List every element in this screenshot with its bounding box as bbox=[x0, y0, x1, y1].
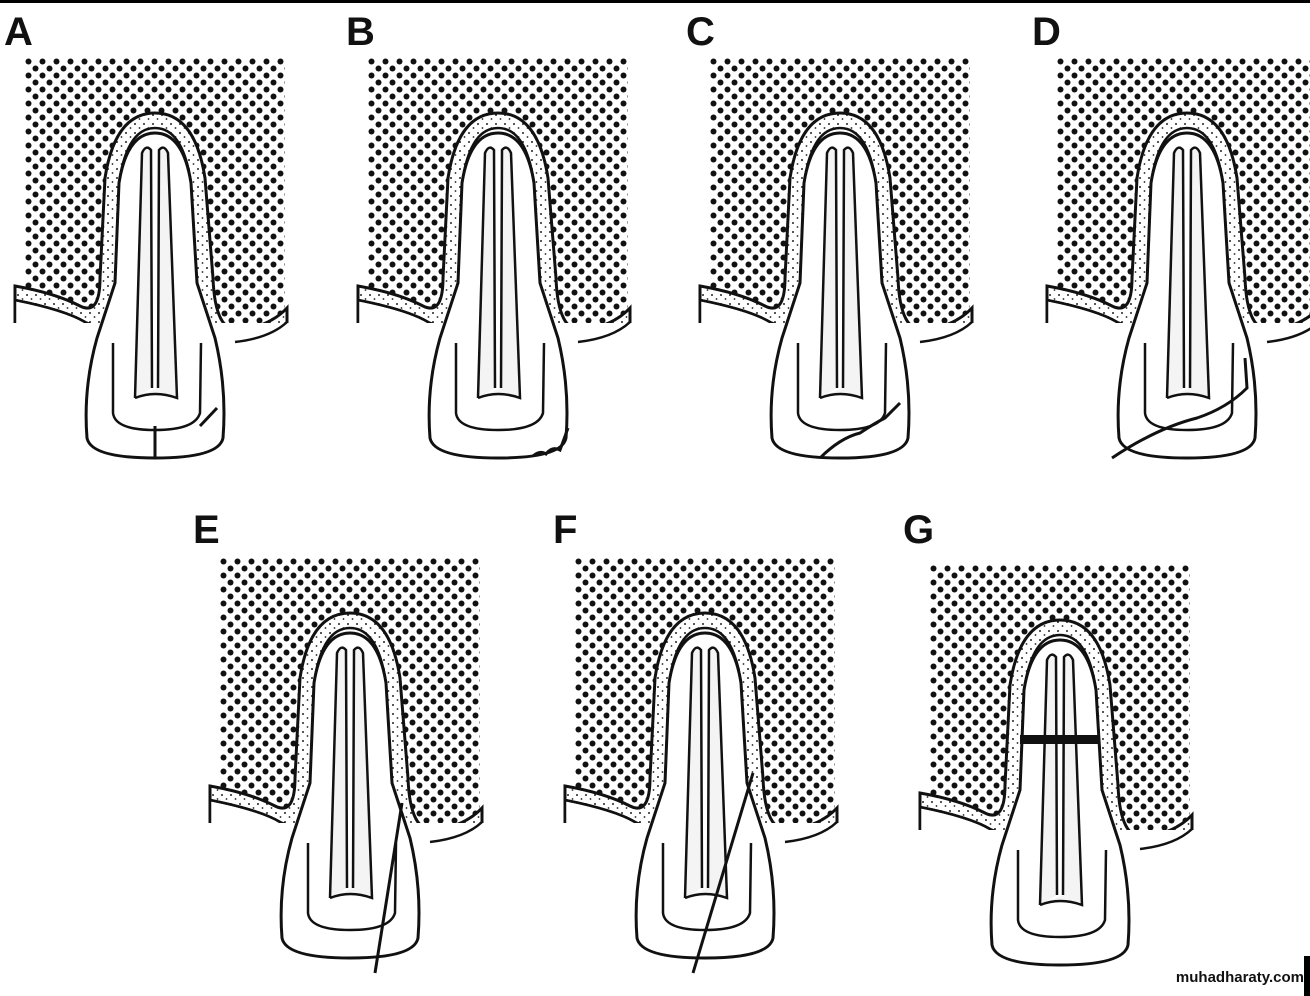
dentin-enamel-junction bbox=[1143, 342, 1235, 432]
corner-bar bbox=[1304, 956, 1310, 996]
tooth-panel-e bbox=[208, 558, 484, 983]
tooth-crown-root bbox=[769, 131, 911, 460]
dentin-enamel-junction bbox=[306, 842, 398, 932]
fracture-line bbox=[691, 772, 755, 974]
panel-label-c: C bbox=[686, 10, 715, 54]
fracture-line bbox=[1111, 357, 1249, 460]
top-border bbox=[0, 0, 1310, 3]
tooth-panel-f bbox=[563, 558, 839, 983]
dentin-enamel-junction bbox=[1016, 849, 1108, 939]
dentin-enamel-junction bbox=[454, 342, 546, 432]
panel-label-g: G bbox=[903, 508, 935, 552]
tooth-panel-d bbox=[1045, 58, 1310, 483]
watermark: muhadharaty.com bbox=[1173, 969, 1306, 986]
tooth-crown-root bbox=[279, 631, 421, 960]
tooth-panel-b bbox=[356, 58, 632, 483]
panel-label-d: D bbox=[1032, 10, 1061, 54]
pulp-canal bbox=[133, 146, 179, 400]
fracture-line bbox=[818, 401, 902, 460]
tooth-crown-root bbox=[1116, 131, 1258, 460]
tooth-panel-a bbox=[13, 58, 289, 483]
fracture-line bbox=[1020, 735, 1100, 744]
pulp-canal bbox=[476, 146, 522, 400]
pulp-canal bbox=[683, 646, 729, 900]
panel-label-e: E bbox=[193, 508, 220, 552]
tooth-panel-g bbox=[918, 565, 1194, 990]
tooth-crown-root bbox=[84, 131, 226, 460]
panel-label-b: B bbox=[346, 10, 375, 54]
panel-label-a: A bbox=[4, 10, 33, 54]
pulp-canal bbox=[328, 646, 374, 900]
panel-label-f: F bbox=[553, 508, 578, 552]
pulp-canal bbox=[818, 146, 864, 400]
tooth-crown-root bbox=[989, 638, 1131, 967]
pulp-canal bbox=[1038, 653, 1084, 907]
tooth-crown-root bbox=[634, 631, 776, 960]
fracture-line bbox=[373, 802, 404, 974]
pulp-canal bbox=[1165, 146, 1211, 400]
tooth-panel-c bbox=[698, 58, 974, 483]
fracture-line bbox=[532, 427, 570, 458]
fracture-line bbox=[198, 406, 219, 428]
